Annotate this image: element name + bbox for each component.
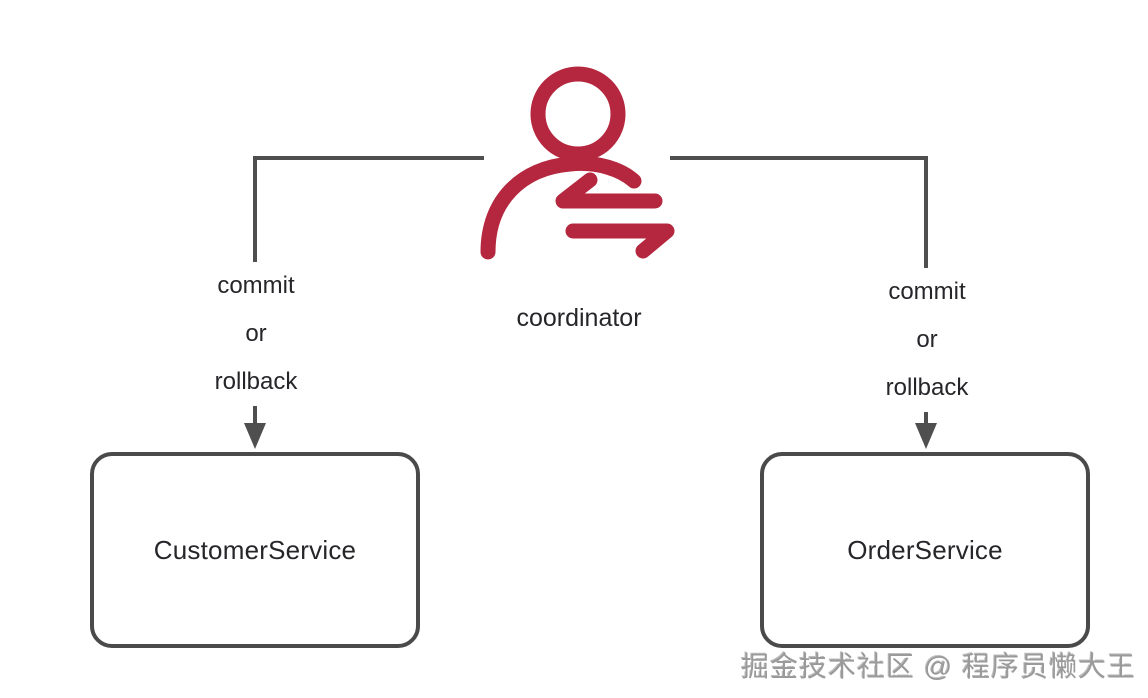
label-line: commit [217, 272, 295, 299]
left-commit-rollback-label: commit or rollback [200, 262, 312, 406]
customer-service-node-label: CustomerService [153, 534, 357, 565]
user-transfer-icon [480, 66, 675, 260]
coordinator-label: coordinator [516, 304, 642, 332]
label-line: rollback [214, 368, 298, 395]
customer-service-node: CustomerService [90, 452, 420, 648]
label-line: commit [888, 278, 966, 305]
label-line: or [916, 326, 938, 353]
order-service-node-label: OrderService [847, 534, 1003, 565]
watermark: 掘金技术社区 @ 程序员懒大王 [741, 651, 1136, 682]
order-service-node: OrderService [760, 452, 1090, 648]
label-line: or [245, 320, 267, 347]
label-line: rollback [885, 374, 969, 401]
right-commit-rollback-label: commit or rollback [871, 268, 983, 412]
